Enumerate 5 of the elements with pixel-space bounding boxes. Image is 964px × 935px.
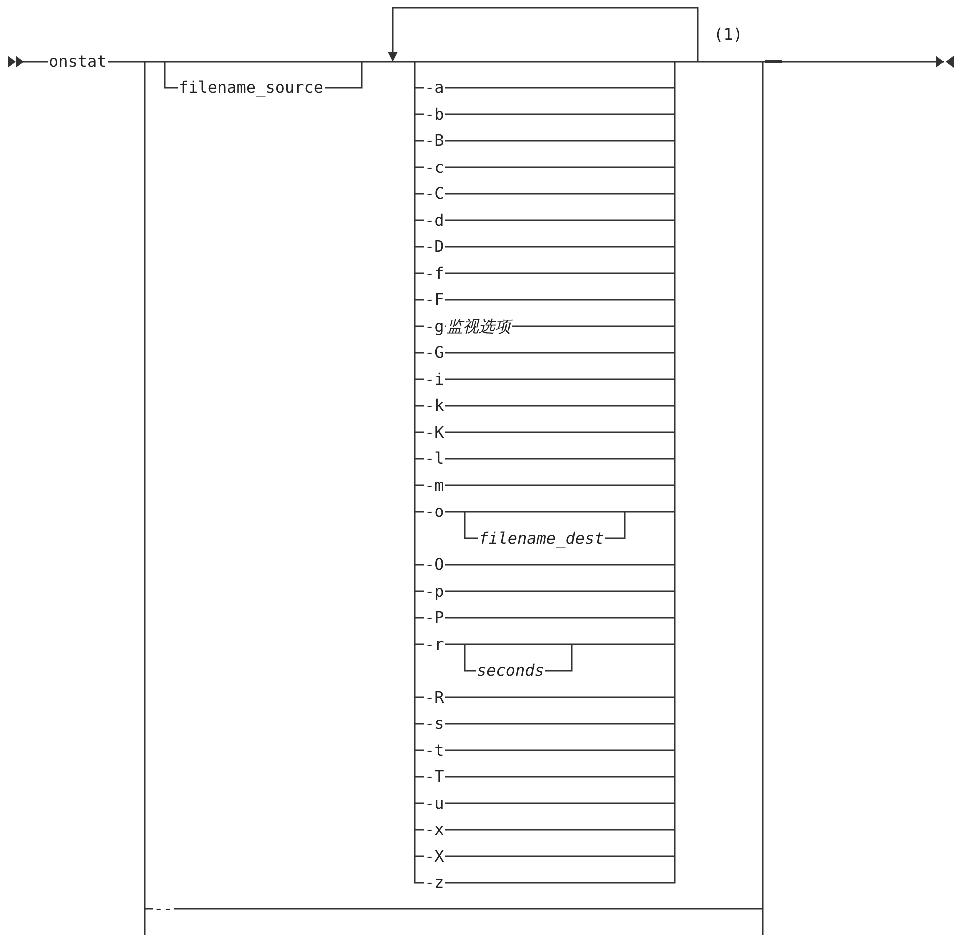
option-flag: -b bbox=[424, 106, 446, 124]
variable-name: filename_dest bbox=[478, 530, 606, 548]
parameter-name: filename_source bbox=[178, 79, 324, 97]
option-flag: -d bbox=[424, 212, 446, 230]
variable-name: 监视选项 bbox=[446, 318, 512, 336]
